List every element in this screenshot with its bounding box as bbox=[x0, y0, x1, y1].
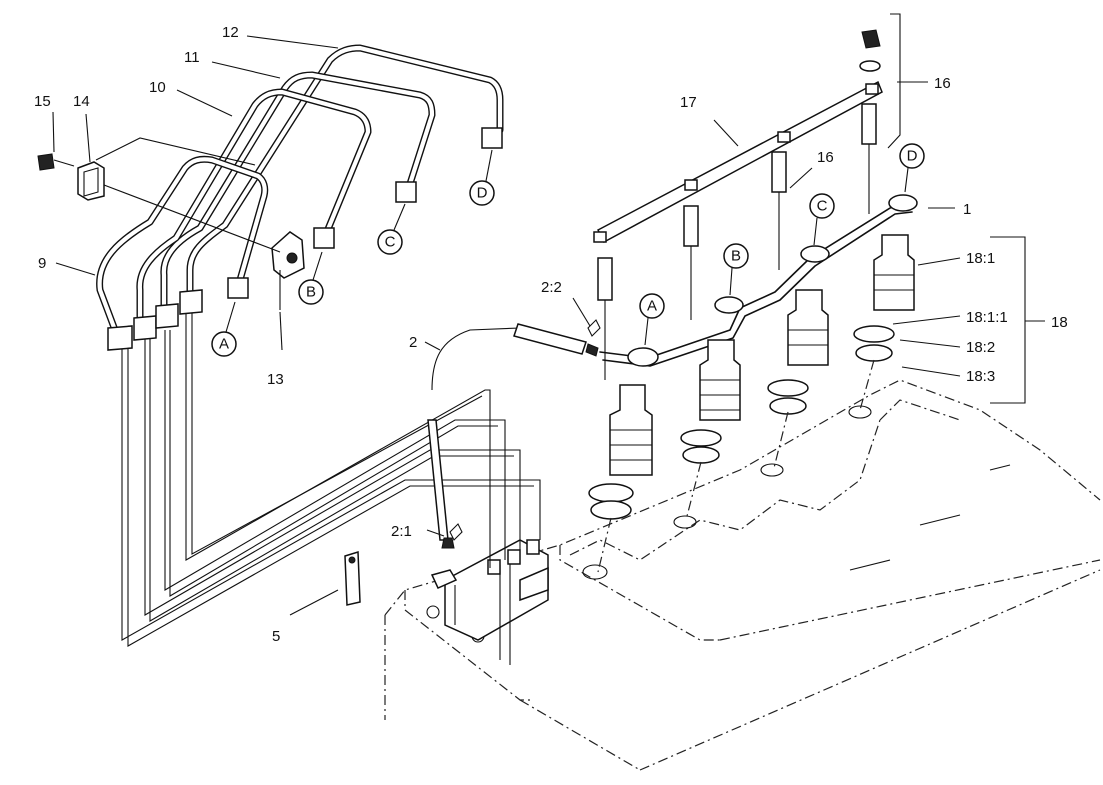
return-letter-a: A bbox=[647, 298, 657, 315]
callout-17: 17 bbox=[680, 94, 697, 111]
callout-2-2: 2:2 bbox=[541, 279, 562, 296]
pipe-letter-b: B bbox=[306, 284, 316, 301]
leak-off-hose bbox=[427, 323, 599, 549]
leak-off-line bbox=[599, 194, 918, 367]
callout-18: 18 bbox=[1051, 314, 1068, 331]
pipe-letter-c: C bbox=[385, 234, 396, 251]
pipe-nut bbox=[395, 181, 417, 203]
callout-2: 2 bbox=[409, 334, 417, 351]
callout-18-2: 18:2 bbox=[966, 339, 995, 356]
return-letter-d: D bbox=[907, 148, 918, 165]
callout-13: 13 bbox=[267, 371, 284, 388]
pipe-nut bbox=[481, 127, 503, 149]
callout-18-3: 18:3 bbox=[966, 368, 995, 385]
pipe-nut bbox=[155, 303, 179, 329]
glow-plugs bbox=[597, 29, 881, 380]
callout-18-1-1: 18:1:1 bbox=[966, 309, 1008, 326]
return-letter-c: C bbox=[817, 198, 828, 215]
injectors bbox=[588, 234, 915, 573]
callout-15: 15 bbox=[34, 93, 51, 110]
pipe-nut bbox=[313, 227, 335, 249]
injection-pump bbox=[430, 539, 549, 665]
pipe-letter-d: D bbox=[477, 185, 488, 202]
callout-5: 5 bbox=[272, 628, 280, 645]
callout-1: 1 bbox=[963, 201, 971, 218]
callout-2-1: 2:1 bbox=[391, 523, 412, 540]
pipe-clamp bbox=[271, 231, 305, 310]
pipe-letter-a: A bbox=[219, 336, 229, 353]
callout-9: 9 bbox=[38, 255, 46, 272]
leader-lines bbox=[52, 13, 1045, 616]
callout-10: 10 bbox=[149, 79, 166, 96]
pipe-nut bbox=[227, 277, 249, 299]
callout-14: 14 bbox=[73, 93, 90, 110]
callout-labels: 12 11 10 15 14 9 13 5 2 2:1 2:2 17 16 16… bbox=[34, 24, 1068, 645]
high-pressure-pipes bbox=[96, 44, 541, 647]
clip-and-bolt bbox=[37, 137, 281, 253]
pipe-nut bbox=[133, 315, 157, 341]
callout-18-1: 18:1 bbox=[966, 250, 995, 267]
callout-12: 12 bbox=[222, 24, 239, 41]
callout-16-lower: 16 bbox=[817, 149, 834, 166]
glow-plug-bus-bar bbox=[593, 80, 883, 244]
return-connector-letters bbox=[639, 143, 925, 346]
pipe-nut bbox=[179, 289, 203, 315]
return-letter-b: B bbox=[731, 248, 741, 265]
hose-clips bbox=[449, 319, 601, 541]
connector-letter-texts: A B C D A B C D bbox=[219, 148, 918, 353]
callout-16-upper: 16 bbox=[934, 75, 951, 92]
pipe-connector-letters bbox=[211, 149, 495, 357]
callout-11: 11 bbox=[184, 49, 200, 66]
pipe-nut bbox=[107, 325, 133, 351]
hose-clip-5 bbox=[344, 550, 361, 606]
